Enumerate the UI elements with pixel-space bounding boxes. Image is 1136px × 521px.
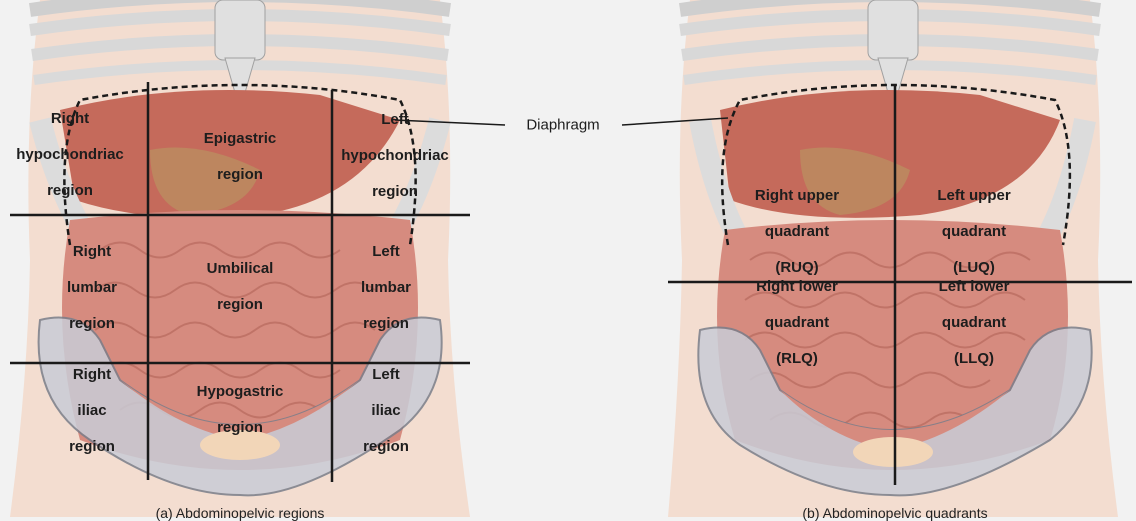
panel-a-diaphragm-line — [63, 83, 417, 246]
label-line: Epigastric — [203, 130, 277, 147]
label-line: iliac — [77, 402, 107, 419]
label-line: (LLQ) — [954, 350, 994, 367]
label-line: Hypogastric — [196, 383, 284, 400]
panel-b-grid — [668, 85, 1132, 485]
right-iliac-label: Right iliac region — [69, 348, 115, 474]
panel-b-figure — [621, 0, 1132, 517]
panel-a-pelvis — [37, 316, 443, 497]
label-line: region — [47, 182, 93, 199]
llq-label: Left lower quadrant (LLQ) — [939, 260, 1010, 386]
label-line: lumbar — [360, 279, 412, 296]
label-line: iliac — [371, 402, 401, 419]
label-line: region — [363, 438, 409, 455]
left-lumbar-label: Left lumbar region — [361, 225, 411, 351]
label-line: region — [69, 438, 115, 455]
left-iliac-label: Left iliac region — [363, 348, 409, 474]
label-line: Umbilical — [206, 260, 274, 277]
panel-b-caption: (b) Abdominopelvic quadrants — [802, 505, 988, 521]
label-line: Left — [381, 111, 409, 128]
label-line: (RUQ) — [775, 259, 819, 276]
label-line: Right upper — [754, 187, 840, 204]
label-line: (LUQ) — [953, 259, 995, 276]
label-line: hypochondriac — [341, 147, 449, 164]
rlq-label: Right lower quadrant (RLQ) — [756, 260, 838, 386]
label-line: Left lower — [938, 278, 1010, 295]
label-line: Right — [72, 243, 112, 260]
label-line: Right lower — [756, 278, 838, 295]
label-line: hypochondriac — [16, 146, 124, 163]
label-line: region — [217, 419, 263, 436]
label-line: Right — [50, 110, 90, 127]
panel-a-liver — [60, 90, 400, 218]
label-line: region — [217, 296, 263, 313]
label-line: region — [372, 183, 418, 200]
label-line: quadrant — [941, 314, 1007, 331]
label-line: quadrant — [764, 314, 830, 331]
panel-a-grid — [10, 82, 470, 482]
label-line: lumbar — [66, 279, 118, 296]
right-hypochondriac-label: Right hypochondriac region — [16, 92, 124, 218]
panel-a-caption: (a) Abdominopelvic regions — [155, 505, 325, 521]
label-line: Left — [372, 366, 400, 383]
epigastric-label: Epigastric region — [204, 112, 277, 202]
label-line: quadrant — [764, 223, 830, 240]
label-line: region — [363, 315, 409, 332]
ruq-label: Right upper quadrant (RUQ) — [755, 169, 839, 295]
label-line: Left upper — [937, 187, 1011, 204]
diaphragm-label: Diaphragm — [526, 116, 600, 134]
label-line: Right — [72, 366, 112, 383]
right-lumbar-label: Right lumbar region — [67, 225, 117, 351]
hypogastric-label: Hypogastric region — [197, 365, 284, 455]
label-line: (RLQ) — [776, 350, 818, 367]
left-hypochondriac-label: Left hypochondriac region — [341, 93, 449, 219]
label-line: quadrant — [941, 223, 1007, 240]
luq-label: Left upper quadrant (LUQ) — [937, 169, 1010, 295]
label-line: region — [217, 166, 263, 183]
panel-a-sternum — [214, 0, 266, 61]
label-line: region — [69, 315, 115, 332]
umbilical-label: Umbilical region — [207, 242, 274, 332]
label-line: Left — [372, 243, 400, 260]
panel-a-figure — [10, 0, 506, 517]
